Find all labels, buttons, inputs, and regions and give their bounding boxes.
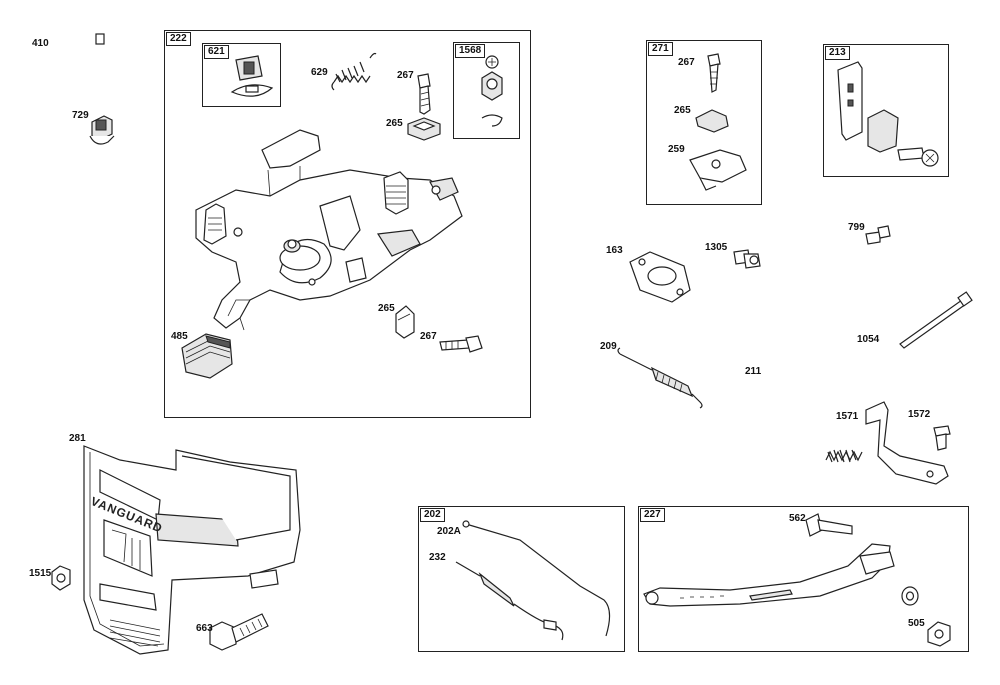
label-663: 663: [196, 623, 213, 634]
label-799: 799: [848, 222, 865, 233]
assembly-tag-227: 227: [640, 508, 665, 522]
label-1305: 1305: [705, 242, 728, 253]
assembly-box-1568: [453, 42, 520, 139]
part-281-shroud: [83, 445, 301, 655]
label-1571: 1571: [836, 411, 859, 422]
part-799-screw: [865, 225, 891, 245]
part-663-bolt: [209, 613, 269, 651]
assembly-tag-213: 213: [825, 46, 850, 60]
assembly-tag-621: 621: [204, 45, 229, 59]
label-1515: 1515: [29, 568, 52, 579]
part-485-block: [181, 333, 233, 379]
part-222-bracket: [195, 129, 463, 331]
part-271-contents: [689, 53, 747, 191]
label-202a: 202A: [437, 526, 461, 537]
part-267-screw-top: [417, 73, 431, 115]
assembly-tag-202: 202: [420, 508, 445, 522]
part-1571-spring: [825, 449, 863, 463]
part-265-clip-bottom: [395, 305, 415, 339]
label-265-bottom: 265: [378, 303, 395, 314]
label-562: 562: [789, 513, 806, 524]
assembly-tag-1568: 1568: [455, 44, 486, 58]
label-211: 211: [745, 366, 762, 377]
assembly-box-621: [202, 43, 281, 107]
part-267-screw-bottom: [439, 335, 483, 353]
assembly-box-202: [418, 506, 625, 652]
label-729: 729: [72, 110, 89, 121]
part-1305-bolt: [733, 249, 761, 269]
label-267-271: 267: [678, 57, 695, 68]
label-209: 209: [600, 341, 617, 352]
assembly-box-271: [646, 40, 762, 205]
label-505: 505: [908, 618, 925, 629]
label-629: 629: [311, 67, 328, 78]
part-729-clip: [89, 115, 115, 145]
part-410-tube: [32, 33, 105, 90]
part-213-contents: [837, 61, 939, 167]
part-505-washer: [901, 586, 919, 606]
label-163: 163: [606, 245, 623, 256]
label-232: 232: [429, 552, 446, 563]
part-1572-bolt: [933, 425, 951, 451]
label-265-top: 265: [386, 118, 403, 129]
label-1054: 1054: [857, 334, 880, 345]
label-485: 485: [171, 331, 188, 342]
label-267-bottom: 267: [420, 331, 437, 342]
label-265-271: 265: [674, 105, 691, 116]
part-621-contents: [230, 55, 274, 97]
label-267-top: 267: [397, 70, 414, 81]
part-1568-contents: [481, 55, 503, 127]
assembly-box-213: [823, 44, 949, 177]
part-629-spring: [331, 52, 377, 91]
part-265-clip-top: [407, 117, 441, 141]
label-410: 410: [32, 38, 49, 49]
assembly-tag-222: 222: [166, 32, 191, 46]
label-1572: 1572: [908, 409, 931, 420]
assembly-box-222: [164, 30, 531, 418]
assembly-tag-271: 271: [648, 42, 673, 56]
assembly-box-227: [638, 506, 969, 652]
part-1515-nut: [51, 565, 71, 591]
label-281: 281: [69, 433, 86, 444]
part-1571-bracket: [865, 401, 949, 485]
part-209-spring: [617, 347, 703, 409]
part-505-nut: [927, 621, 951, 647]
part-1054-cable-tie: [899, 291, 973, 349]
part-227-lever: [643, 543, 895, 607]
label-259: 259: [668, 144, 685, 155]
part-163-gasket: [629, 251, 691, 303]
part-562-screw: [805, 513, 853, 537]
part-202-cable: [455, 520, 611, 641]
